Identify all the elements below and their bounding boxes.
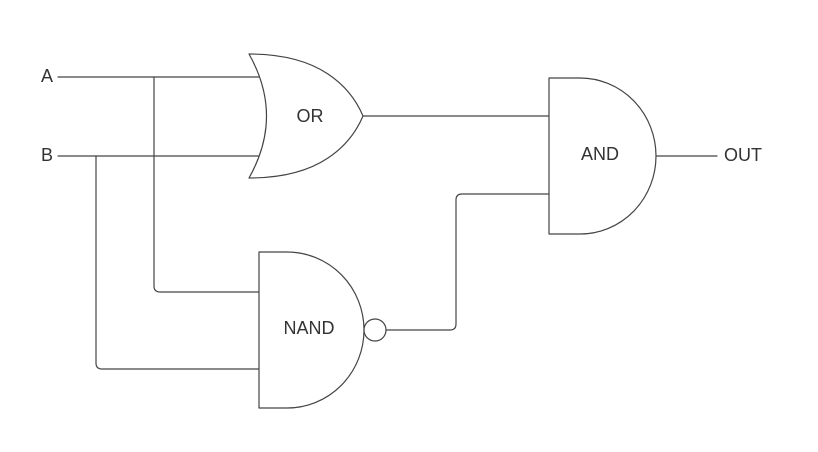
wire-a-to-nand	[153, 76, 260, 293]
nand-gate	[258, 251, 365, 409]
input-a-label: A	[41, 66, 53, 86]
wire-nand-to-and	[385, 193, 550, 331]
or-gate	[248, 53, 364, 179]
wire-b-to-nand	[95, 155, 260, 370]
nand-inversion-bubble	[363, 318, 387, 342]
or-gate-label: OR	[297, 106, 324, 126]
output-label: OUT	[724, 145, 762, 165]
and-gate	[548, 77, 657, 235]
input-b-label: B	[41, 145, 53, 165]
nand-gate-label: NAND	[283, 318, 334, 338]
and-gate-label: AND	[581, 144, 619, 164]
